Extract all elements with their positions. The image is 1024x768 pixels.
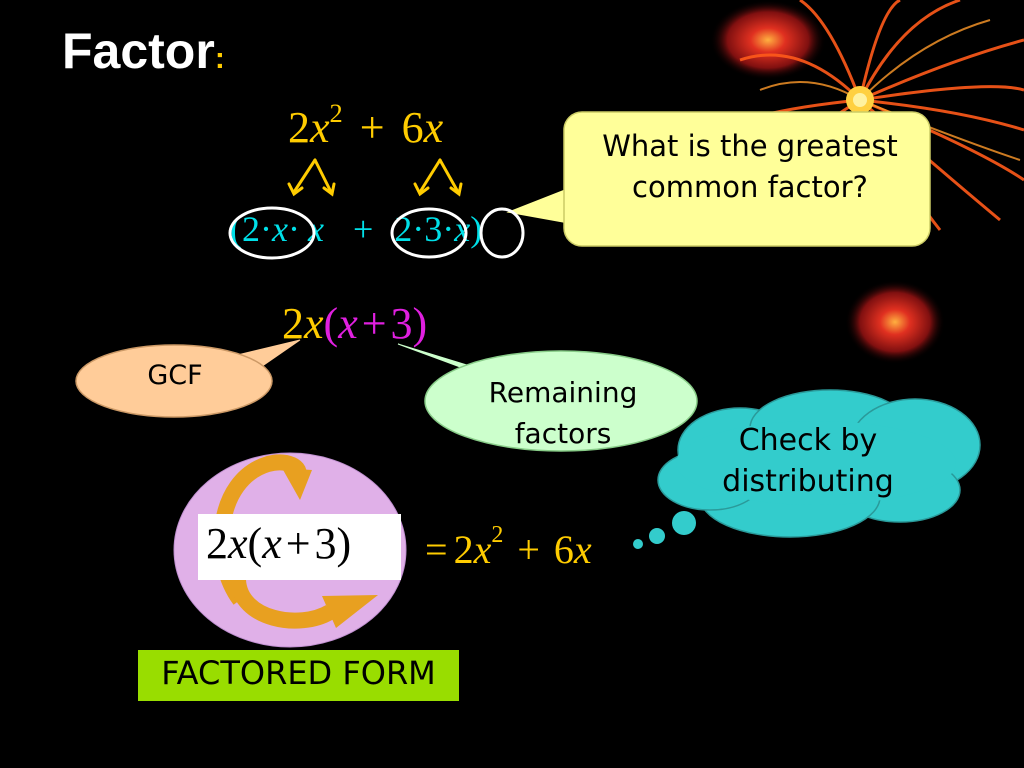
coef: 2 xyxy=(453,527,474,572)
exponent: 2 xyxy=(329,98,343,129)
plus-sign: + xyxy=(361,299,387,348)
variable: x xyxy=(262,519,282,568)
coef: 2 xyxy=(288,103,310,152)
dot: · xyxy=(412,209,425,249)
plus-sign: + xyxy=(517,527,540,572)
variable: x xyxy=(573,527,592,572)
factor-x: x xyxy=(272,209,288,249)
paren: ) xyxy=(336,519,352,568)
coef: 6 xyxy=(553,527,574,572)
dot: · xyxy=(287,209,300,249)
factored-box xyxy=(198,514,401,580)
gcf-label: GCF xyxy=(147,360,203,391)
plus-sign: + xyxy=(285,519,311,568)
variable: x xyxy=(228,519,248,568)
gcf-coef: 2 xyxy=(282,299,304,348)
factored-expression-boxed: 2x(x+3) xyxy=(206,518,351,569)
constant: 3 xyxy=(314,519,337,568)
factor-three: 3 xyxy=(424,209,443,249)
factored-form-box xyxy=(138,650,459,701)
paren: ( xyxy=(323,299,339,348)
equals-sign: = xyxy=(425,527,448,572)
factored-expression: 2x(x+3) xyxy=(282,298,427,349)
variable: x xyxy=(423,103,444,152)
factor-two: 2 xyxy=(242,209,260,249)
original-expression: 2x2 + 6x xyxy=(288,98,444,153)
remaining-label: Remaining factors xyxy=(488,376,638,450)
coef: 2 xyxy=(206,519,228,568)
constant: 3 xyxy=(390,299,413,348)
check-result-expression: =2x2 + 6x xyxy=(425,522,592,573)
question-text: What is the greatest common factor? xyxy=(602,129,898,204)
factored-form-label: FACTORED FORM xyxy=(161,654,436,692)
dot: · xyxy=(442,209,455,249)
variable: x xyxy=(310,103,330,152)
slide-title: Factor: xyxy=(62,22,225,80)
paren: ( xyxy=(247,519,263,568)
coef: 6 xyxy=(401,103,424,152)
plus-sign: + xyxy=(352,209,374,249)
gcf-variable: x xyxy=(304,299,324,348)
paren: ) xyxy=(412,299,428,348)
variable: x xyxy=(338,299,358,348)
title-colon: : xyxy=(214,42,225,75)
paren: ) xyxy=(470,209,483,249)
variable: x xyxy=(473,527,492,572)
exponent: 2 xyxy=(491,522,504,549)
check-label: Check by distributing xyxy=(722,423,894,499)
title-text: Factor xyxy=(62,23,215,79)
dot: · xyxy=(260,209,272,249)
plus-sign: + xyxy=(359,103,385,152)
